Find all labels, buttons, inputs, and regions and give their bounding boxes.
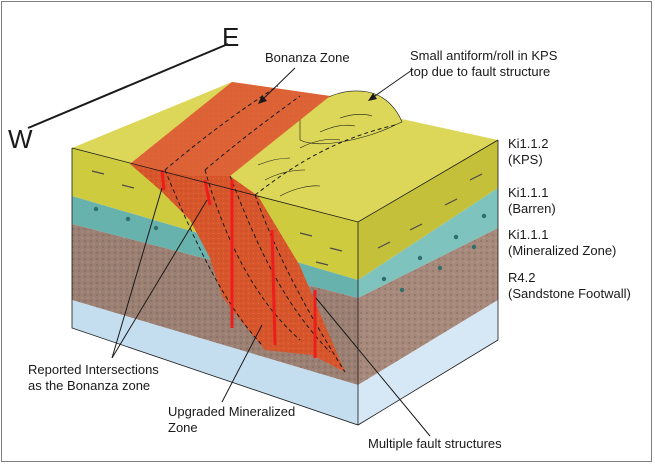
layer-legend: Ki1.1.2 (KPS) Ki1.1.1 (Barren) Ki1.1.1 (… xyxy=(508,136,631,301)
legend-code-kps: Ki1.1.2 xyxy=(508,136,548,151)
legend-code-barren: Ki1.1.1 xyxy=(508,185,548,200)
arrows-reported xyxy=(111,187,208,359)
antiform-hachures xyxy=(257,113,373,197)
label-antiform-2: top due to fault structure xyxy=(410,64,550,79)
footwall-side-face xyxy=(358,300,498,425)
legend-name-footwall: (Sandstone Footwall) xyxy=(508,286,631,301)
arrow-upgraded xyxy=(221,324,263,403)
kps-dashes xyxy=(91,170,483,266)
bonanza-top-surface xyxy=(130,82,330,176)
arrow-multiple-faults xyxy=(315,297,431,437)
compass-west: W xyxy=(8,124,33,154)
legend-name-kps: (KPS) xyxy=(508,152,543,167)
compass-line xyxy=(27,43,229,129)
fault-traces xyxy=(164,85,396,373)
legend-name-mineralized: (Mineralized Zone) xyxy=(508,243,616,258)
footwall-front-face xyxy=(72,300,358,425)
barren-side-face xyxy=(358,188,498,298)
legend-code-footwall: R4.2 xyxy=(508,270,535,285)
label-antiform-1: Small antiform/roll in KPS xyxy=(410,48,558,63)
label-reported-1: Reported Intersections xyxy=(28,362,159,377)
arrowhead-antiform xyxy=(368,93,377,101)
antiform-roll xyxy=(299,90,403,144)
label-upgraded-1: Upgraded Mineralized xyxy=(168,404,295,419)
arrow-antiform xyxy=(371,69,413,99)
legend-code-mineralized: Ki1.1.1 xyxy=(508,227,548,242)
red-fault-lines xyxy=(160,169,317,358)
barren-dots xyxy=(93,206,487,293)
arrowhead-bonanza xyxy=(258,95,267,104)
legend-name-barren: (Barren) xyxy=(508,201,556,216)
compass-east: E xyxy=(222,22,239,52)
arrow-bonanza xyxy=(261,67,296,101)
label-reported-2: as the Bonanza zone xyxy=(28,378,150,393)
mineralized-side-texture xyxy=(358,228,498,385)
label-bonanza-zone: Bonanza Zone xyxy=(265,50,350,65)
label-upgraded-2: Zone xyxy=(168,420,198,435)
label-multiple-faults: Multiple fault structures xyxy=(368,436,502,451)
block-outline xyxy=(71,139,499,426)
kps-side-face xyxy=(358,140,498,280)
